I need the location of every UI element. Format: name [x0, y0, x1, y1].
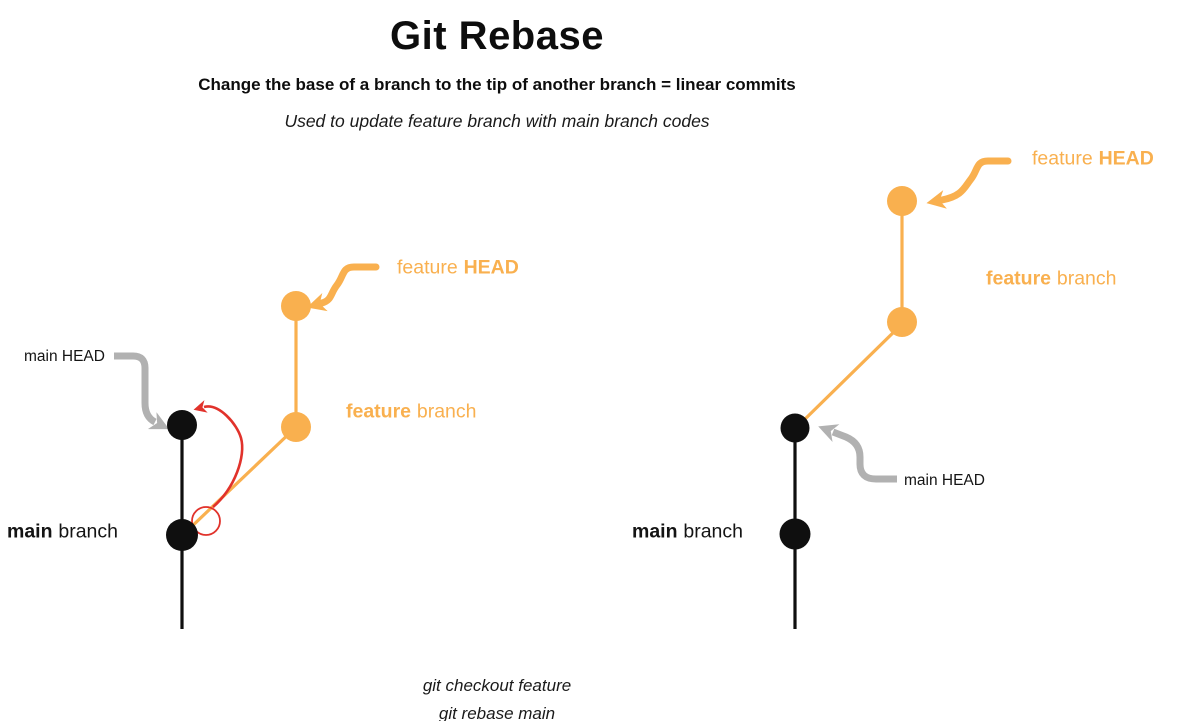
before-main-head-arrow: [114, 352, 170, 430]
before-main-commit-tip-node: [167, 410, 197, 440]
page-title: Git Rebase: [390, 14, 604, 58]
after-main-head-arrow: [818, 424, 897, 483]
before-main-commit-base-node: [166, 519, 198, 551]
after-feature-branch-label: feature branch: [986, 268, 1117, 291]
before-branch-point-highlight-circle: [191, 506, 221, 536]
after-main-branch-label-bold: main: [632, 520, 678, 543]
before-main-branch-label-bold: main: [7, 520, 53, 543]
command-rebase-main: git rebase main: [438, 704, 556, 721]
before-feature-branch-label: feature branch: [346, 401, 477, 424]
after-main-commit-base-node: [779, 518, 811, 550]
after-main-commit-tip-node: [780, 413, 810, 443]
before-main-branch-label-normal: branch: [58, 520, 118, 543]
before-rebase-move-arrow: [193, 400, 244, 508]
before-main-branch-label: main branch: [7, 521, 118, 544]
after-feature-head-label-bold: HEAD: [1098, 147, 1154, 170]
after-feature-commit-base-node: [887, 307, 917, 337]
before-main-head-label: main HEAD: [24, 348, 105, 365]
before-rebase-graph: [114, 263, 380, 629]
page-note: Used to update feature branch with main …: [284, 111, 710, 131]
after-feature-head-label-normal: feature: [1032, 147, 1093, 170]
after-feature-head-arrow: [926, 157, 1012, 209]
after-feature-branch-label-normal: branch: [1056, 267, 1117, 290]
after-feature-head-label: feature HEAD: [1032, 148, 1154, 171]
after-feature-commit-tip-node: [887, 186, 917, 216]
before-feature-branch-diagonal-line: [186, 427, 296, 532]
before-feature-commit-tip-node: [281, 291, 311, 321]
before-feature-branch-label-normal: branch: [416, 400, 477, 423]
before-feature-head-arrow: [306, 263, 380, 312]
before-feature-commit-base-node: [281, 412, 311, 442]
before-feature-head-label-normal: feature: [397, 256, 458, 279]
before-feature-head-label: feature HEAD: [397, 257, 519, 280]
after-main-branch-label: main branch: [632, 521, 743, 544]
before-feature-head-label-bold: HEAD: [463, 256, 519, 279]
after-main-head-label: main HEAD: [904, 472, 985, 489]
before-feature-branch-label-bold: feature: [346, 400, 412, 423]
after-feature-branch-label-bold: feature: [986, 267, 1052, 290]
page-subtitle: Change the base of a branch to the tip o…: [198, 75, 796, 94]
after-feature-branch-diagonal-line: [799, 322, 904, 425]
command-checkout-feature: git checkout feature: [422, 676, 572, 695]
after-main-branch-label-normal: branch: [683, 520, 743, 543]
after-rebase-graph: [779, 157, 1012, 629]
